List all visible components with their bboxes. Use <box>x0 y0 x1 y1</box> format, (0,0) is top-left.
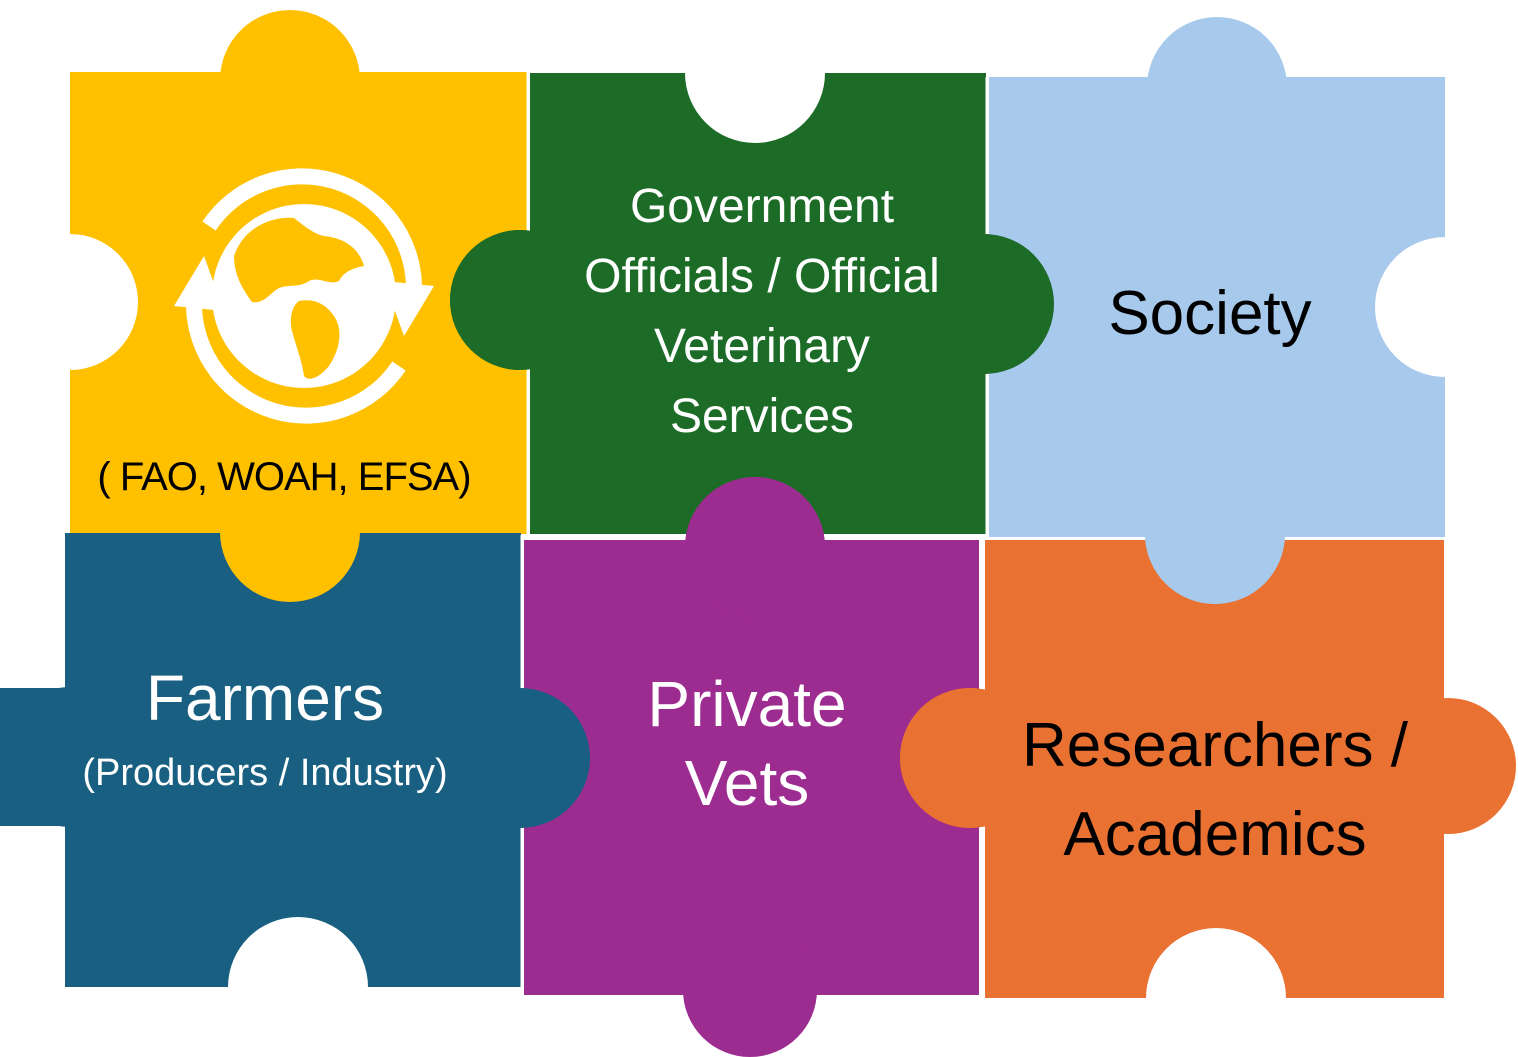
overlay-society-bottom-knob <box>1145 464 1285 604</box>
farmers-subtitle: (Producers / Industry) <box>82 752 447 794</box>
piece-separators <box>520 72 989 998</box>
piece-society-top-knob <box>1147 17 1287 157</box>
overlay-farmers-right-knob <box>450 688 590 828</box>
piece-researchers-bottom-notch <box>1146 928 1286 1057</box>
piece-society-right-notch <box>1375 237 1515 377</box>
piece-farmers-bottom-notch <box>228 917 368 1057</box>
piece-researchers-body <box>985 540 1444 998</box>
piece-government-top-notch <box>685 3 825 143</box>
overlay-international-bottom-knob <box>220 462 360 602</box>
overlay-government-left-knob <box>450 230 590 370</box>
piece-government-body <box>530 73 986 534</box>
farmers-title: Farmers <box>146 662 384 734</box>
government-label-line-1: Government <box>630 180 894 233</box>
piece-international-top-knob <box>220 10 360 150</box>
piece-farmers-body <box>65 533 521 987</box>
private-vets-line-1: Private <box>647 668 846 740</box>
society-label: Society <box>1108 279 1311 348</box>
overlay-private-vets-top-knob <box>685 477 825 617</box>
researchers-line-1: Researchers / <box>1022 711 1409 780</box>
globe-recycle-icon <box>174 168 434 424</box>
researchers-line-2: Academics <box>1063 800 1366 869</box>
overlay-government-right-knob <box>914 234 1054 374</box>
government-label: Government Officials / Official Veterina… <box>584 180 940 443</box>
private-vets-line-2: Vets <box>685 747 810 819</box>
government-label-line-4: Services <box>670 390 854 443</box>
overlay-researchers-left-knob <box>900 688 1040 828</box>
piece-international-left-notch <box>2 234 138 370</box>
piece-farmers <box>0 533 590 1057</box>
piece-researchers-right-knob <box>1380 698 1516 834</box>
piece-farmers-left-knob-fill <box>0 688 70 826</box>
government-label-line-2: Officials / Official <box>584 250 940 303</box>
international-label: ( FAO, WOAH, EFSA) <box>97 455 470 499</box>
government-label-line-3: Veterinary <box>654 320 870 373</box>
piece-private-vets-bottom-knob <box>683 923 817 1057</box>
